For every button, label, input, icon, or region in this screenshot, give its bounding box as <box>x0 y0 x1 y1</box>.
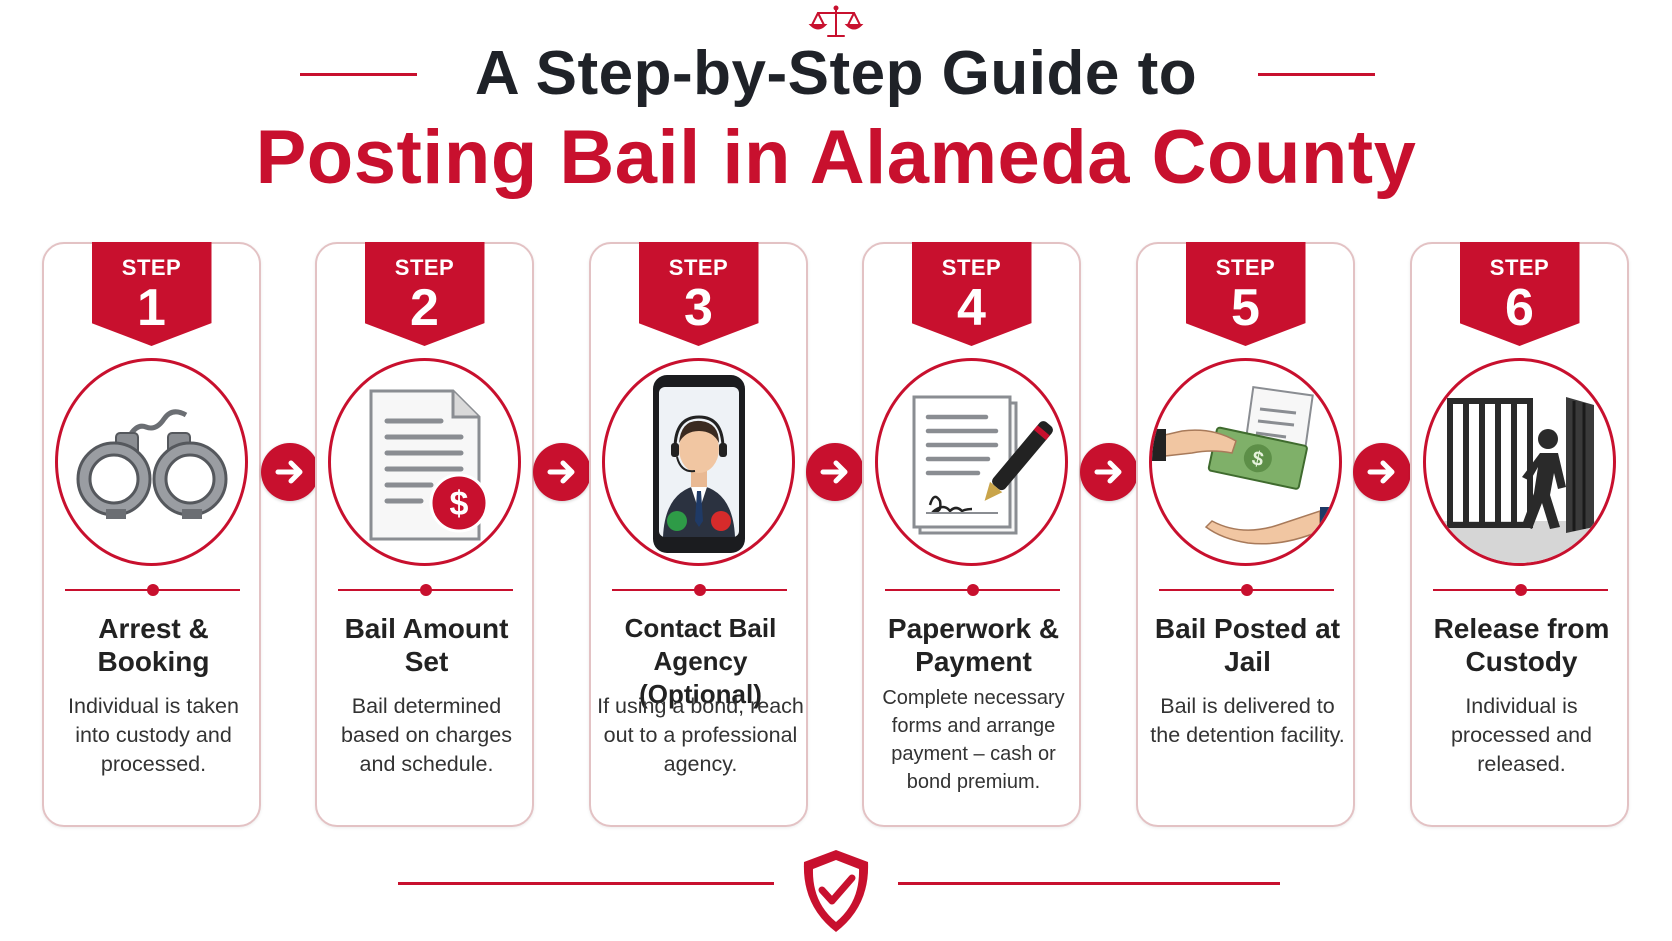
arrow-right-icon <box>533 443 591 501</box>
document-dollar-icon: $ <box>369 389 489 541</box>
step-label: STEP <box>668 255 729 280</box>
arrow-right-icon <box>806 443 864 501</box>
step-illustration <box>1423 358 1616 566</box>
step-card-6: STEP 6 Release from Custody Individual i… <box>1410 242 1629 827</box>
title-rule-right <box>1258 73 1375 76</box>
scales-of-justice-icon <box>808 5 864 37</box>
step-badge: STEP 6 <box>1459 242 1580 346</box>
step-illustration: $ <box>1149 358 1342 566</box>
step-card-3: STEP 3 Contact Bail Agency (Optional) If… <box>589 242 808 827</box>
page-title-line1: A Step-by-Step Guide to <box>474 39 1198 108</box>
divider-dot <box>1515 584 1527 596</box>
step-badge: STEP 2 <box>364 242 485 346</box>
svg-text:$: $ <box>450 485 469 523</box>
step-title: Arrest & Booking <box>97 613 210 677</box>
divider-dot <box>420 584 432 596</box>
divider-dot <box>694 584 706 596</box>
arrow-right-icon <box>261 443 319 501</box>
svg-text:$: $ <box>1250 447 1265 471</box>
step-title: Release from Custody <box>1433 613 1610 677</box>
jail-release-icon <box>1426 397 1613 563</box>
signed-document-pen-icon <box>912 395 1053 535</box>
arrow-right-icon <box>1080 443 1138 501</box>
step-badge: STEP 5 <box>1185 242 1306 346</box>
footer-rule-left <box>398 882 774 885</box>
step-description: If using a bond, reach out to a professi… <box>597 694 804 776</box>
step-label: STEP <box>1215 255 1276 280</box>
divider-dot <box>1241 584 1253 596</box>
title-rule-left <box>300 73 417 76</box>
step-description: Individual is processed and released. <box>1450 694 1593 776</box>
step-illustration <box>875 358 1068 566</box>
step-illustration <box>602 358 795 566</box>
phone-agent-icon <box>653 375 745 553</box>
step-number: 5 <box>1231 279 1260 337</box>
divider-dot <box>967 584 979 596</box>
step-card-2: STEP 2 $ Bail Amount Set Bail determined… <box>315 242 534 827</box>
step-illustration: $ <box>328 358 521 566</box>
step-description: Complete necessary forms and arrange pay… <box>882 687 1065 793</box>
step-label: STEP <box>941 255 1002 280</box>
handcuffs-icon <box>76 409 228 519</box>
step-description: Bail determined based on charges and sch… <box>341 694 512 776</box>
step-card-4: STEP 4 Paperwork & Payment Complete nec <box>862 242 1081 827</box>
step-label: STEP <box>1489 255 1550 280</box>
divider-dot <box>147 584 159 596</box>
step-number: 6 <box>1505 279 1534 337</box>
step-badge: STEP 4 <box>911 242 1032 346</box>
step-title: Paperwork & Payment <box>887 613 1060 677</box>
step-card-1: STEP 1 Arrest & Booking Individual is ta… <box>42 242 261 827</box>
step-label: STEP <box>394 255 455 280</box>
step-badge: STEP 1 <box>91 242 212 346</box>
step-title: Contact Bail Agency (Optional) <box>624 613 777 709</box>
step-card-5: STEP 5 $ Bail Posted at Jail Bail is del… <box>1136 242 1355 827</box>
footer-rule-right <box>898 882 1280 885</box>
step-badge: STEP 3 <box>638 242 759 346</box>
arrow-right-icon <box>1353 443 1411 501</box>
step-label: STEP <box>121 255 182 280</box>
shield-check-icon <box>803 850 869 932</box>
step-number: 4 <box>957 279 986 337</box>
step-description: Bail is delivered to the detention facil… <box>1150 694 1345 747</box>
step-number: 1 <box>137 279 166 337</box>
money-handoff-icon: $ <box>1152 386 1339 545</box>
step-title: Bail Posted at Jail <box>1154 613 1341 677</box>
step-title: Bail Amount Set <box>344 613 509 677</box>
step-number: 3 <box>684 279 713 337</box>
page-title-line2: Posting Bail in Alameda County <box>255 115 1417 200</box>
step-illustration <box>55 358 248 566</box>
step-description: Individual is taken into custody and pro… <box>68 694 239 776</box>
step-number: 2 <box>410 279 439 337</box>
